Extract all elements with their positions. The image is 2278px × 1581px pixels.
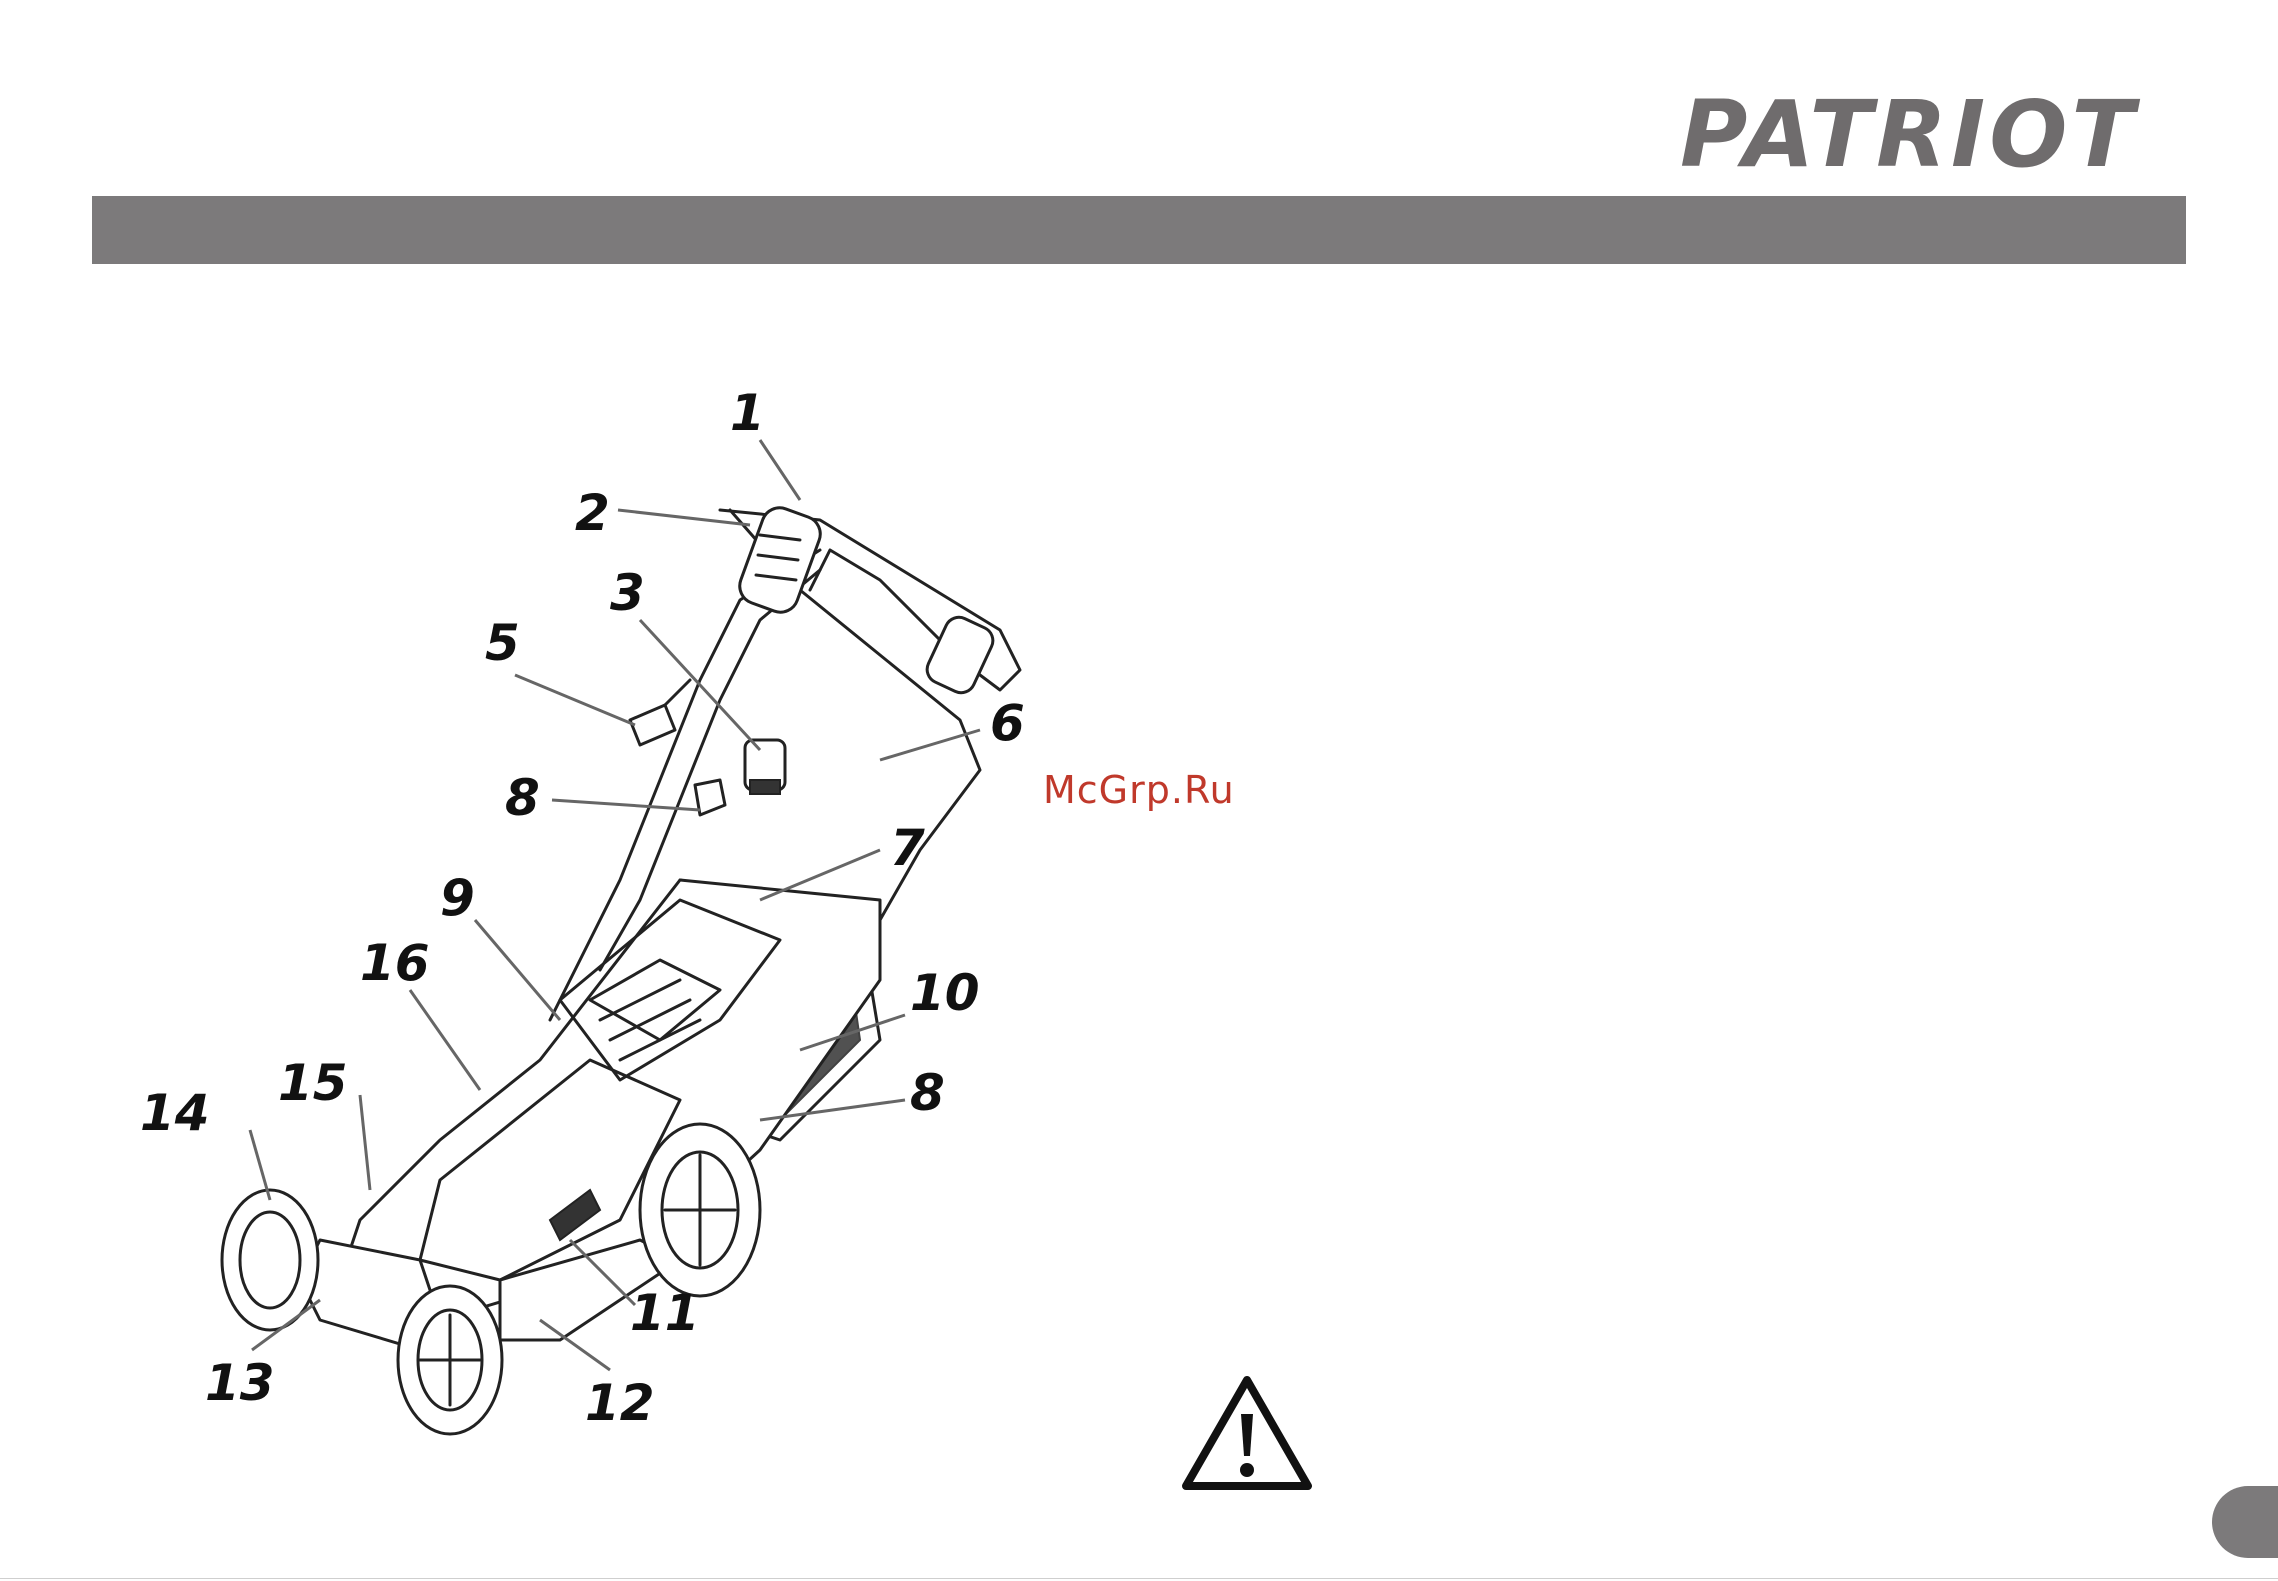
callout-2: 2 xyxy=(575,484,610,542)
wheel-front-right xyxy=(398,1286,502,1434)
wheel-front-left xyxy=(222,1190,318,1330)
callout-8-lower: 8 xyxy=(910,1064,945,1122)
brand-name: PATRIOT xyxy=(1680,86,2140,178)
callout-12: 12 xyxy=(585,1374,655,1432)
callout-3: 3 xyxy=(610,564,645,622)
callout-10: 10 xyxy=(910,964,980,1022)
brand-logo: PATRIOT xyxy=(1680,86,2200,178)
wheel-rear-right xyxy=(640,1124,760,1296)
page-tab xyxy=(2212,1486,2278,1558)
callout-5: 5 xyxy=(485,614,520,672)
callout-6: 6 xyxy=(990,694,1025,752)
callout-16: 16 xyxy=(360,934,430,992)
warning-triangle-icon xyxy=(1180,1374,1314,1492)
callout-9: 9 xyxy=(440,869,475,927)
lawnmower-diagram: 1 2 3 5 6 8 7 9 16 10 8 15 14 11 13 12 xyxy=(120,360,1080,1520)
callout-11: 11 xyxy=(630,1284,700,1342)
callout-8-upper: 8 xyxy=(505,769,540,827)
callout-15: 15 xyxy=(278,1054,348,1112)
bottom-rule xyxy=(0,1578,2278,1579)
callout-14: 14 xyxy=(140,1084,210,1142)
watermark-text: McGrp.Ru xyxy=(1043,768,1235,812)
lawnmower-illustration xyxy=(222,503,1020,1434)
callout-13: 13 xyxy=(205,1354,275,1412)
callout-7: 7 xyxy=(890,819,925,877)
header-bar xyxy=(92,196,2186,264)
callout-1: 1 xyxy=(730,384,765,442)
